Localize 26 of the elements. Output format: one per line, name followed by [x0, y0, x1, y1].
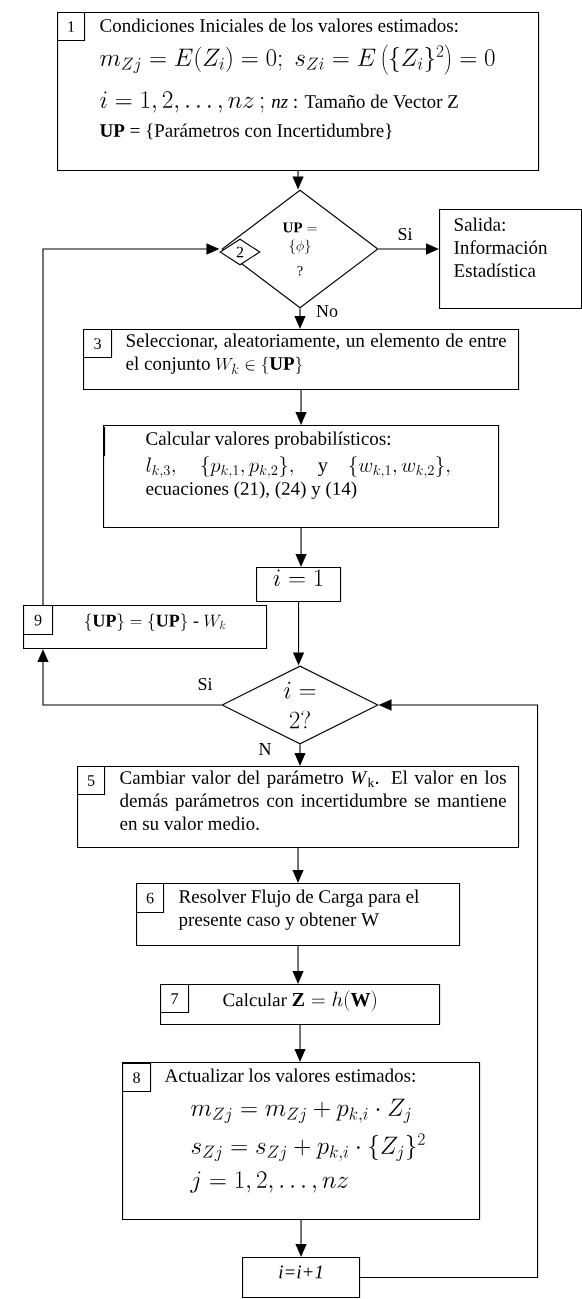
step-number-box: 7 [160, 984, 190, 1014]
process-box: i=i+1 [242, 1257, 361, 1299]
arrow [292, 847, 304, 883]
step-number-box: 5 [77, 766, 106, 796]
arrow [294, 1024, 306, 1062]
arrow [295, 389, 307, 425]
edge-label: Si [396, 226, 414, 242]
arrow [295, 527, 307, 567]
process-box: $i = 1$ [256, 567, 342, 603]
step-number-box: 1 [57, 12, 86, 42]
arrow [359, 699, 539, 1279]
arrow [37, 649, 222, 706]
step-number-box: 3 [83, 329, 113, 359]
arrow [294, 308, 306, 329]
process-box: Calcular valores probabilísticos: $l_{k,3},\quad \{p_{k,1},p_{k,2}\},\quad \mathrm{y}\quad \{w_{k,1},w_{k,2}\},$ ecuaciones (21), (24) y (14) [103, 425, 500, 529]
edge-label: Si [196, 676, 214, 692]
arrow [295, 1219, 307, 1257]
arrow [378, 243, 439, 255]
step-number-box: 6 [136, 883, 165, 914]
edge-label: N [257, 742, 273, 756]
step-number-box: 9 [23, 605, 54, 636]
step-number-box [103, 427, 106, 457]
arrow [294, 744, 306, 766]
arrow [292, 945, 304, 984]
output-box: Salida: Información Estadística [439, 209, 582, 310]
step-number-box: 8 [122, 1063, 152, 1093]
